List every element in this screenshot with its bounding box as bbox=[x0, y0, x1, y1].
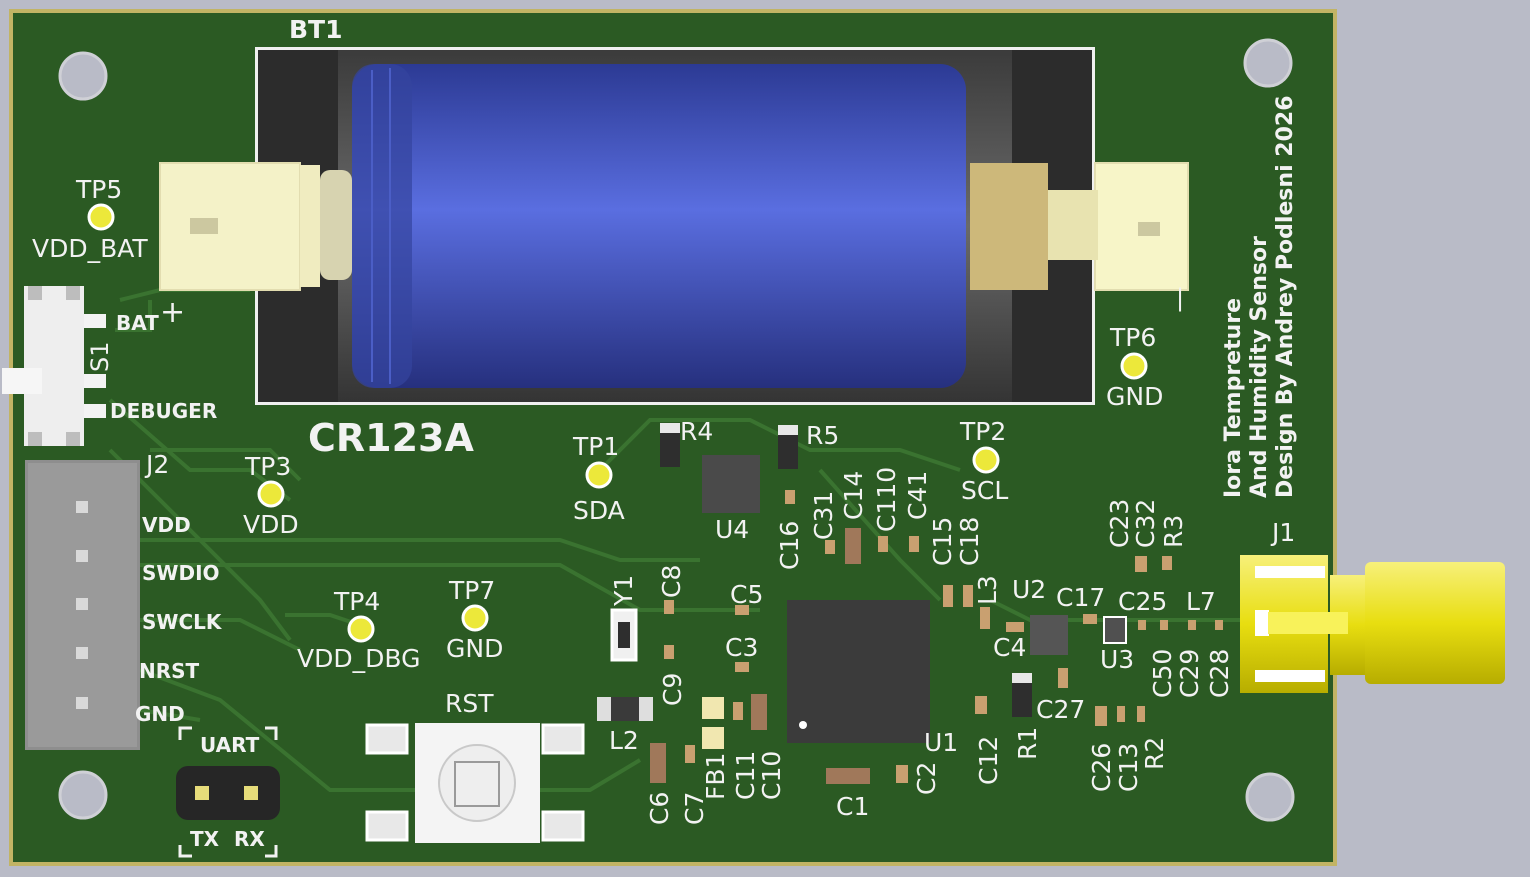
j2-ref: J2 bbox=[144, 450, 169, 479]
slide-switch[interactable] bbox=[2, 286, 106, 446]
uart-label: UART bbox=[200, 733, 260, 757]
header-j2-body bbox=[25, 460, 140, 750]
c13-ref: C13 bbox=[1114, 743, 1143, 792]
c7-ref: C7 bbox=[680, 792, 709, 825]
tp2-net: SCL bbox=[961, 476, 1008, 505]
u1-ref: U1 bbox=[924, 728, 958, 757]
c26-ref: C26 bbox=[1087, 743, 1116, 792]
tp7-ref: TP7 bbox=[448, 576, 495, 605]
battery-plus-mark: + bbox=[160, 295, 185, 330]
j2-pin-4: NRST bbox=[139, 659, 200, 683]
tp3-ref: TP3 bbox=[244, 452, 291, 481]
l2-ref: L2 bbox=[609, 726, 639, 755]
j2-pin-5: GND bbox=[135, 702, 185, 726]
c25-ref: C25 bbox=[1118, 587, 1167, 616]
y1-ref: Y1 bbox=[609, 575, 638, 607]
c31-ref: C31 bbox=[809, 491, 838, 540]
tp5-ref: TP5 bbox=[75, 175, 122, 204]
c10-ref: C10 bbox=[757, 751, 786, 800]
c23-ref: C23 bbox=[1105, 499, 1134, 548]
tp6-ref: TP6 bbox=[1109, 323, 1156, 352]
r4-ref: R4 bbox=[680, 417, 713, 446]
tp1-ref: TP1 bbox=[572, 432, 619, 461]
uart-rx: RX bbox=[234, 827, 265, 851]
c18-ref: C18 bbox=[955, 517, 984, 566]
c4-ref: C4 bbox=[993, 633, 1026, 662]
components bbox=[597, 423, 1223, 784]
c11-ref: C11 bbox=[731, 751, 760, 800]
c27-ref: C27 bbox=[1036, 695, 1085, 724]
c17-ref: C17 bbox=[1056, 583, 1105, 612]
r5-ref: R5 bbox=[806, 421, 839, 450]
title-line-1: Iora Tempreture bbox=[1221, 298, 1246, 498]
tp7-net: GND bbox=[446, 634, 503, 663]
j2-pin-2: SWDIO bbox=[142, 561, 220, 585]
title-line-2: And Humidity Sensor bbox=[1247, 236, 1272, 498]
sma-connector bbox=[1240, 555, 1505, 693]
tp2-ref: TP2 bbox=[959, 417, 1006, 446]
c6-ref: C6 bbox=[645, 792, 674, 825]
c16-ref: C16 bbox=[775, 521, 804, 570]
c15-ref: C15 bbox=[928, 517, 957, 566]
u3-ref: U3 bbox=[1100, 645, 1134, 674]
c110-ref: C110 bbox=[872, 467, 901, 532]
c41-ref: C41 bbox=[903, 471, 932, 520]
battery-type: CR123A bbox=[308, 416, 474, 460]
r3-ref: R3 bbox=[1159, 515, 1188, 548]
c9-ref: C9 bbox=[658, 673, 687, 706]
reset-label: RST bbox=[445, 689, 494, 718]
c8-ref: C8 bbox=[657, 565, 686, 598]
u4-ref: U4 bbox=[715, 515, 749, 544]
u2-ref: U2 bbox=[1012, 575, 1046, 604]
uart-header bbox=[176, 726, 280, 858]
mounting-holes bbox=[58, 38, 1295, 822]
c3-ref: C3 bbox=[725, 633, 758, 662]
c5-ref: C5 bbox=[730, 580, 763, 609]
testpoint-pads bbox=[87, 203, 1148, 643]
c28-ref: C28 bbox=[1205, 649, 1234, 698]
reset-button[interactable] bbox=[365, 723, 585, 843]
tp3-net: VDD bbox=[243, 510, 299, 539]
switch-pos-debuger: DEBUGER bbox=[110, 399, 217, 423]
l3-ref: L3 bbox=[973, 575, 1002, 605]
uart-tx: TX bbox=[190, 827, 220, 851]
tp4-net: VDD_DBG bbox=[297, 644, 420, 673]
tp6-net: GND bbox=[1106, 382, 1163, 411]
c50-ref: C50 bbox=[1148, 649, 1177, 698]
switch-ref: S1 bbox=[86, 341, 114, 372]
r1-ref: R1 bbox=[1013, 727, 1042, 760]
c12-ref: C12 bbox=[974, 736, 1003, 785]
tp5-net: VDD_BAT bbox=[32, 234, 148, 263]
battery-cell bbox=[352, 64, 966, 388]
battery-ref: BT1 bbox=[289, 15, 343, 44]
c2-ref: C2 bbox=[912, 762, 941, 795]
c32-ref: C32 bbox=[1131, 499, 1160, 548]
c1-ref: C1 bbox=[836, 792, 869, 821]
r2-ref: R2 bbox=[1140, 737, 1169, 770]
fb1-ref: FB1 bbox=[701, 753, 730, 800]
j1-ref: J1 bbox=[1270, 518, 1295, 547]
tp1-net: SDA bbox=[573, 496, 625, 525]
switch-pos-bat: BAT bbox=[116, 311, 159, 335]
l7-ref: L7 bbox=[1186, 587, 1216, 616]
j2-pin-3: SWCLK bbox=[142, 610, 223, 634]
c29-ref: C29 bbox=[1175, 649, 1204, 698]
battery-minus-mark: | bbox=[1176, 284, 1184, 312]
c14-ref: C14 bbox=[839, 471, 868, 520]
tp4-ref: TP4 bbox=[333, 587, 380, 616]
j2-pin-1: VDD bbox=[142, 513, 191, 537]
title-line-3: Design By Andrey Podlesni 2026 bbox=[1273, 96, 1298, 499]
